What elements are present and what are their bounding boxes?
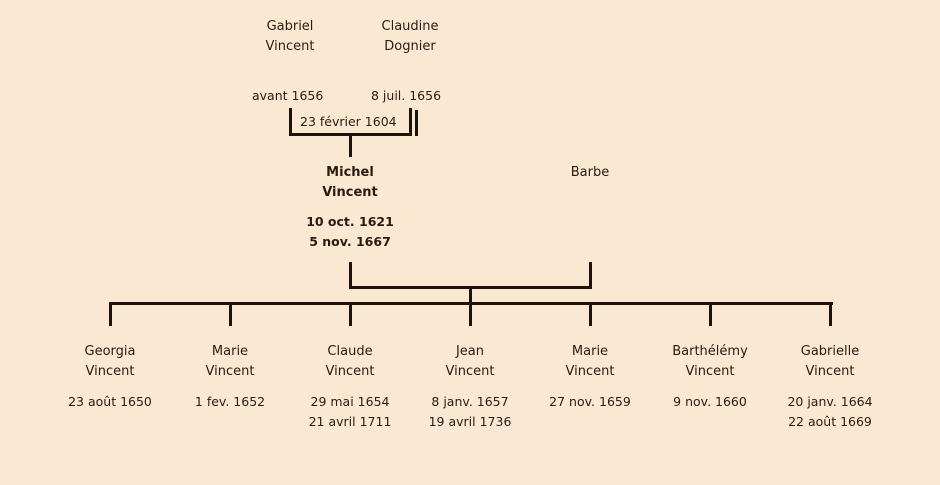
- person-given-name: Barbe: [570, 165, 610, 180]
- person-gabriel-vincent[interactable]: Gabriel Vincent: [240, 17, 340, 57]
- child-tick-6: [709, 302, 712, 326]
- event-date-mother: 8 juil. 1656: [371, 88, 442, 103]
- person-given-name: Georgia: [84, 344, 136, 359]
- person-given-name: Michel: [326, 165, 374, 180]
- person-surname: Vincent: [322, 185, 378, 200]
- event-date-father: avant 1656: [252, 88, 324, 103]
- connector-union-to-siblings: [469, 286, 472, 305]
- person-given-name: Marie: [571, 344, 609, 359]
- person-dates-child-3: 29 mai 1654 21 avril 1711: [285, 392, 415, 432]
- person-given-name: Gabriel: [266, 19, 314, 34]
- person-surname: Vincent: [685, 364, 735, 379]
- connector-michel-stem: [349, 262, 352, 289]
- person-surname: Vincent: [445, 364, 495, 379]
- birth-date: 27 nov. 1659: [549, 394, 631, 409]
- person-claudine-dognier[interactable]: Claudine Dognier: [360, 17, 460, 57]
- connector-barbe-stem: [589, 262, 592, 289]
- person-dates-child-5: 27 nov. 1659: [525, 392, 655, 412]
- person-surname: Vincent: [565, 364, 615, 379]
- person-dates-child-4: 8 janv. 1657 19 avril 1736: [405, 392, 535, 432]
- child-tick-4: [469, 302, 472, 326]
- person-child-1[interactable]: Georgia Vincent: [60, 342, 160, 382]
- person-child-3[interactable]: Claude Vincent: [300, 342, 400, 382]
- person-given-name: Gabrielle: [800, 344, 860, 359]
- person-given-name: Claude: [327, 344, 373, 359]
- birth-date: 9 nov. 1660: [673, 394, 747, 409]
- marriage-date: 23 février 1604: [300, 114, 397, 129]
- birth-date: 29 mai 1654: [310, 394, 390, 409]
- death-date: 21 avril 1711: [308, 414, 392, 429]
- person-child-4[interactable]: Jean Vincent: [420, 342, 520, 382]
- birth-date: 23 août 1650: [68, 394, 152, 409]
- death-date: 19 avril 1736: [428, 414, 512, 429]
- person-given-name: Jean: [455, 344, 485, 359]
- person-given-name: Marie: [211, 344, 249, 359]
- connector-mother-stem: [409, 108, 412, 133]
- person-michel-vincent[interactable]: Michel Vincent: [300, 163, 400, 203]
- person-child-5[interactable]: Marie Vincent: [540, 342, 640, 382]
- person-child-6[interactable]: Barthélémy Vincent: [660, 342, 760, 382]
- child-tick-1: [109, 302, 112, 326]
- person-child-2[interactable]: Marie Vincent: [180, 342, 280, 382]
- person-surname: Vincent: [805, 364, 855, 379]
- person-surname: Vincent: [205, 364, 255, 379]
- person-surname: Dognier: [384, 39, 436, 54]
- connector-marriage-to-child: [349, 133, 352, 157]
- person-given-name: Claudine: [381, 19, 439, 34]
- person-surname: Vincent: [265, 39, 315, 54]
- person-given-name: Barthélémy: [672, 344, 748, 359]
- person-child-7[interactable]: Gabrielle Vincent: [780, 342, 880, 382]
- death-date: 5 nov. 1667: [309, 234, 391, 249]
- marriage-bracket-1604[interactable]: 23 février 1604: [289, 110, 418, 136]
- person-dates-child-6: 9 nov. 1660: [645, 392, 775, 412]
- person-dates-child-7: 20 janv. 1664 22 août 1669: [765, 392, 895, 432]
- person-dates-child-2: 1 fev. 1652: [165, 392, 295, 412]
- person-dates-child-1: 23 août 1650: [45, 392, 175, 412]
- child-tick-3: [349, 302, 352, 326]
- death-date: 22 août 1669: [788, 414, 872, 429]
- birth-date: 8 janv. 1657: [431, 394, 509, 409]
- person-dates-michel: 10 oct. 1621 5 nov. 1667: [300, 212, 400, 252]
- birth-date: 20 janv. 1664: [787, 394, 873, 409]
- child-tick-7: [829, 302, 832, 326]
- person-surname: Vincent: [85, 364, 135, 379]
- birth-date: 1 fev. 1652: [194, 394, 266, 409]
- person-barbe[interactable]: Barbe: [540, 163, 640, 183]
- child-tick-2: [229, 302, 232, 326]
- birth-date: 10 oct. 1621: [306, 214, 394, 229]
- child-tick-5: [589, 302, 592, 326]
- person-surname: Vincent: [325, 364, 375, 379]
